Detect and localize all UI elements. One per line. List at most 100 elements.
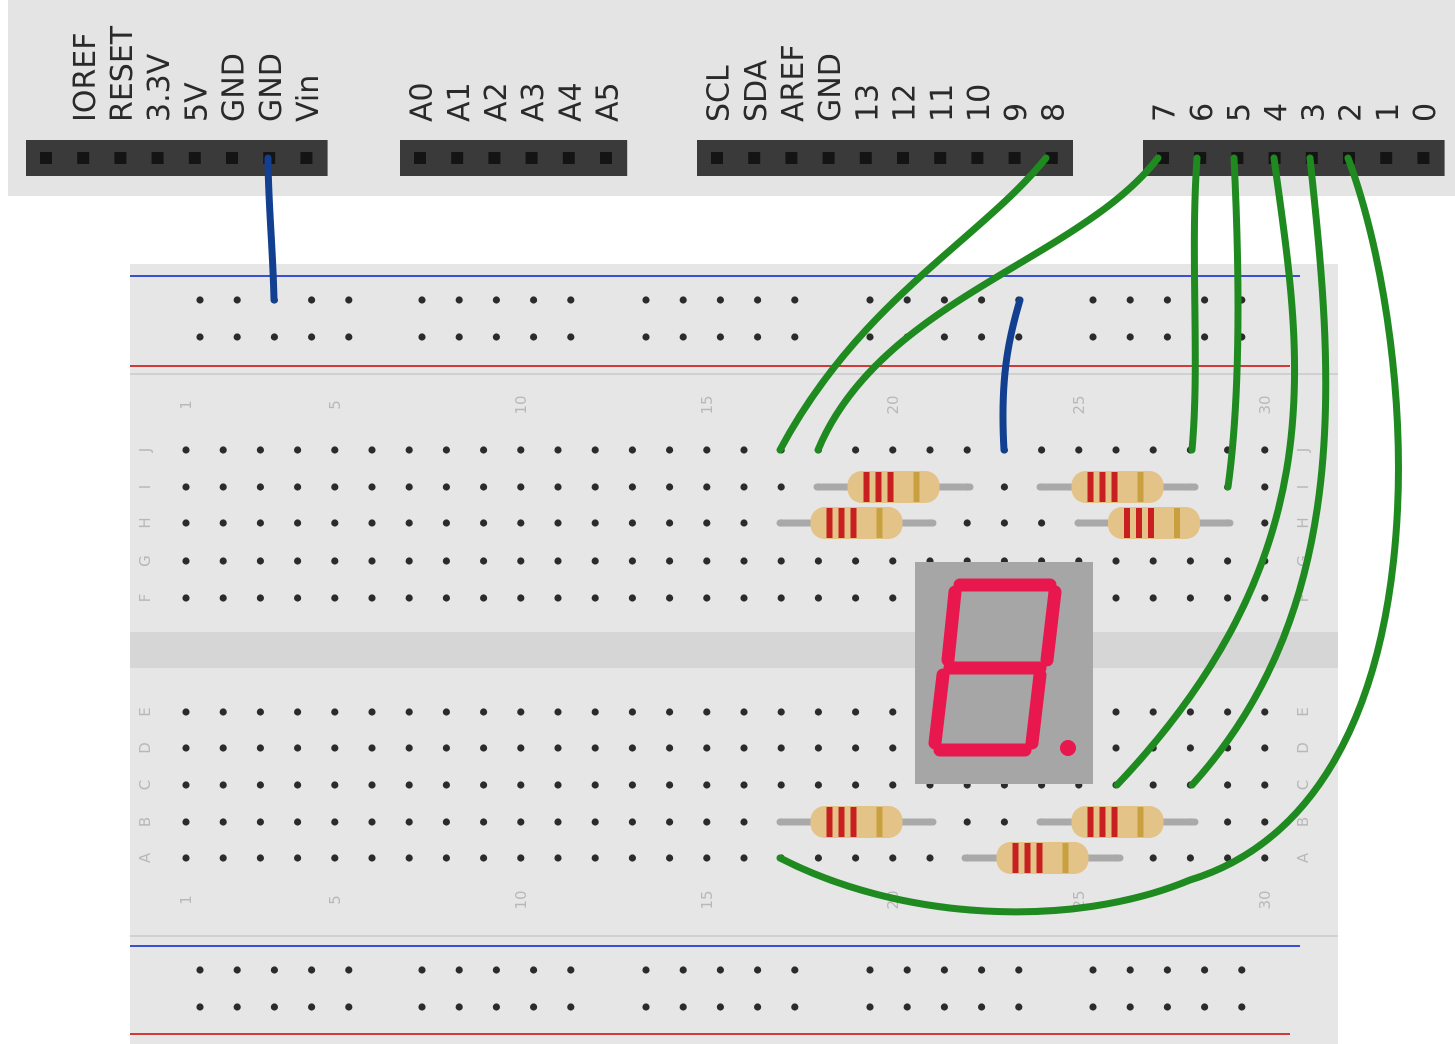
pin-label: IOREF xyxy=(68,32,103,122)
breadboard-hole xyxy=(294,708,302,716)
row-letter: F xyxy=(1294,594,1312,603)
header-pin-hole xyxy=(934,152,947,164)
jumper-wire xyxy=(999,296,1024,454)
rail-hole xyxy=(530,333,538,341)
rail-hole xyxy=(679,1003,687,1011)
row-letter: C xyxy=(136,780,154,790)
column-number: 30 xyxy=(1256,395,1274,414)
breadboard-hole xyxy=(1261,594,1269,602)
breadboard-hole xyxy=(703,708,711,716)
breadboard-hole xyxy=(256,854,264,862)
rail-hole xyxy=(455,966,463,974)
breadboard-hole xyxy=(554,818,562,826)
header-pin-hole xyxy=(711,152,723,164)
breadboard-hole xyxy=(1261,854,1269,862)
column-number: 5 xyxy=(326,400,344,410)
jumper-wire xyxy=(1188,154,1330,789)
breadboard-hole xyxy=(517,557,525,565)
breadboard-hole xyxy=(219,818,227,826)
column-number: 10 xyxy=(512,395,530,414)
pin-label: Vin xyxy=(291,75,326,122)
pin-header xyxy=(400,140,628,176)
breadboard-hole xyxy=(182,781,190,789)
pin-label: 7 xyxy=(1148,103,1183,122)
breadboard-hole xyxy=(294,744,302,752)
breadboard-hole xyxy=(442,557,450,565)
breadboard-hole xyxy=(1261,483,1269,491)
breadboard-hole xyxy=(1038,519,1046,527)
breadboard-hole xyxy=(591,519,599,527)
breadboard-hole xyxy=(294,483,302,491)
header-pin-hole xyxy=(1008,152,1021,164)
breadboard-hole xyxy=(442,446,450,454)
breadboard-hole xyxy=(442,519,450,527)
column-number: 1 xyxy=(177,895,195,905)
header-pin-hole xyxy=(77,152,90,164)
breadboard-hole xyxy=(368,483,376,491)
breadboard-hole xyxy=(219,594,227,602)
pin-label: 4 xyxy=(1259,103,1294,122)
breadboard-hole xyxy=(294,594,302,602)
breadboard-hole xyxy=(331,708,339,716)
breadboard-hole xyxy=(480,446,488,454)
breadboard-hole xyxy=(480,483,488,491)
breadboard-hole xyxy=(926,854,934,862)
breadboard-hole xyxy=(256,818,264,826)
breadboard-hole xyxy=(294,446,302,454)
jumper-wire xyxy=(1224,154,1242,491)
breadboard-hole xyxy=(1149,557,1157,565)
row-letter: B xyxy=(1294,817,1312,827)
breadboard-hole xyxy=(1149,781,1157,789)
breadboard-hole xyxy=(628,594,637,602)
row-letter: G xyxy=(136,555,154,567)
breadboard-hole xyxy=(666,818,674,826)
breadboard-hole xyxy=(666,781,674,789)
rail-hole xyxy=(791,966,799,974)
header-pin-hole xyxy=(1380,152,1393,164)
rail-hole xyxy=(1238,966,1246,974)
row-letter: E xyxy=(1294,707,1312,716)
rail-hole xyxy=(530,296,538,304)
breadboard-hole xyxy=(256,446,264,454)
breadboard-hole xyxy=(591,781,599,789)
breadboard-hole xyxy=(666,594,674,602)
pin-label: 5V xyxy=(179,82,214,122)
breadboard-hole xyxy=(1261,818,1269,826)
header-pin-hole xyxy=(226,152,238,164)
rail-hole xyxy=(1163,333,1171,341)
breadboard-hole xyxy=(405,519,413,527)
pin-label: GND xyxy=(813,53,848,122)
breadboard-hole xyxy=(294,519,302,527)
breadboard-hole xyxy=(219,446,227,454)
row-letter: D xyxy=(136,742,154,754)
breadboard-hole xyxy=(480,744,488,752)
breadboard-hole xyxy=(219,744,227,752)
pin-label: 8 xyxy=(1036,103,1071,122)
rail-hole xyxy=(940,296,949,304)
breadboard-hole xyxy=(889,854,897,862)
breadboard-hole xyxy=(703,744,711,752)
rail-hole xyxy=(866,966,874,974)
breadboard-hole xyxy=(368,818,376,826)
breadboard-hole xyxy=(405,446,413,454)
rail-hole xyxy=(978,1003,986,1011)
rail-hole xyxy=(754,966,762,974)
pin-label: GND xyxy=(217,53,252,122)
breadboard-hole xyxy=(442,854,450,862)
breadboard-hole xyxy=(405,594,413,602)
rail-hole xyxy=(1015,1003,1023,1011)
rail-hole xyxy=(270,966,278,974)
rail-hole xyxy=(866,333,874,341)
breadboard-hole xyxy=(182,708,190,716)
breadboard-hole xyxy=(703,446,711,454)
column-number: 25 xyxy=(1070,395,1088,414)
rail-hole xyxy=(418,966,426,974)
rail-hole xyxy=(642,966,650,974)
breadboard-hole xyxy=(666,557,674,565)
breadboard-hole xyxy=(256,744,264,752)
breadboard-hole xyxy=(740,557,748,565)
breadboard-hole xyxy=(814,557,823,565)
breadboard-hole xyxy=(1224,854,1232,862)
header-pin-hole xyxy=(525,152,538,164)
breadboard-hole xyxy=(182,854,190,862)
